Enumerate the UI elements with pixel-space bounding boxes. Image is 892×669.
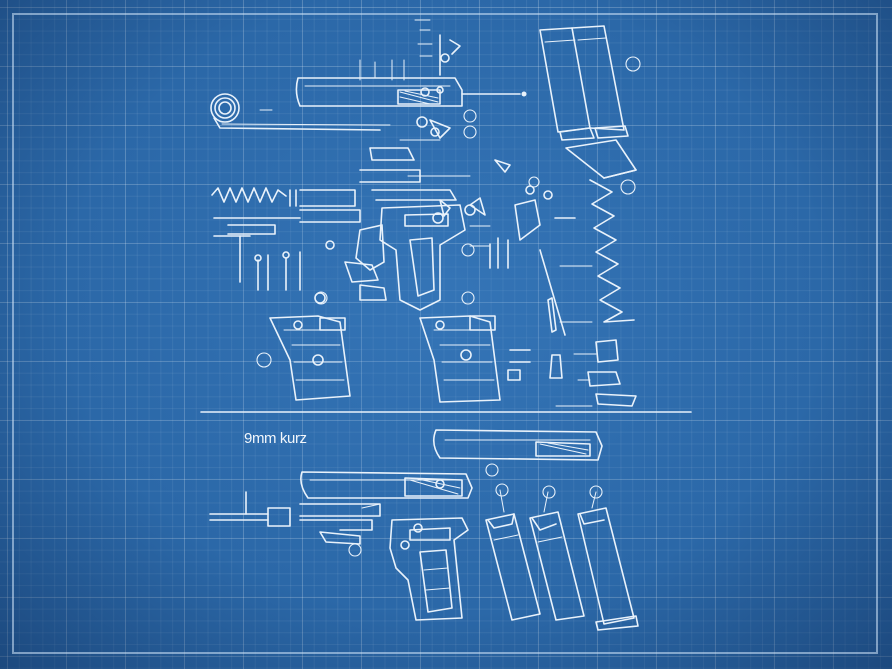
caption-9mm-kurz: 9mm kurz — [244, 430, 307, 447]
bottom-small-parts — [489, 237, 531, 381]
right-grip-panel-part — [419, 315, 501, 403]
upper-exploded-view — [210, 19, 641, 407]
upper-leader-lines — [259, 109, 597, 407]
lower-frame-part — [389, 517, 469, 621]
left-grip-panel-part — [269, 315, 351, 401]
lower-top-slide-part — [432, 429, 603, 477]
trigger-mechanism-parts — [359, 116, 576, 379]
magazines-top-right — [539, 25, 629, 141]
top-small-parts-stack — [359, 19, 461, 94]
recoil-spring-part — [211, 187, 361, 283]
pistol-frame-part — [344, 204, 466, 311]
lower-exploded-view — [209, 429, 639, 631]
blueprint-frame — [12, 13, 878, 654]
lower-magazines — [485, 483, 639, 631]
upper-slide-part — [295, 77, 527, 107]
coil-spring-part — [210, 93, 391, 131]
lower-barrel-part — [209, 491, 381, 557]
upper-callouts — [256, 56, 641, 368]
small-pins-parts — [254, 240, 335, 304]
magazine-spring-part — [565, 139, 637, 407]
lower-slide-part — [300, 471, 473, 499]
